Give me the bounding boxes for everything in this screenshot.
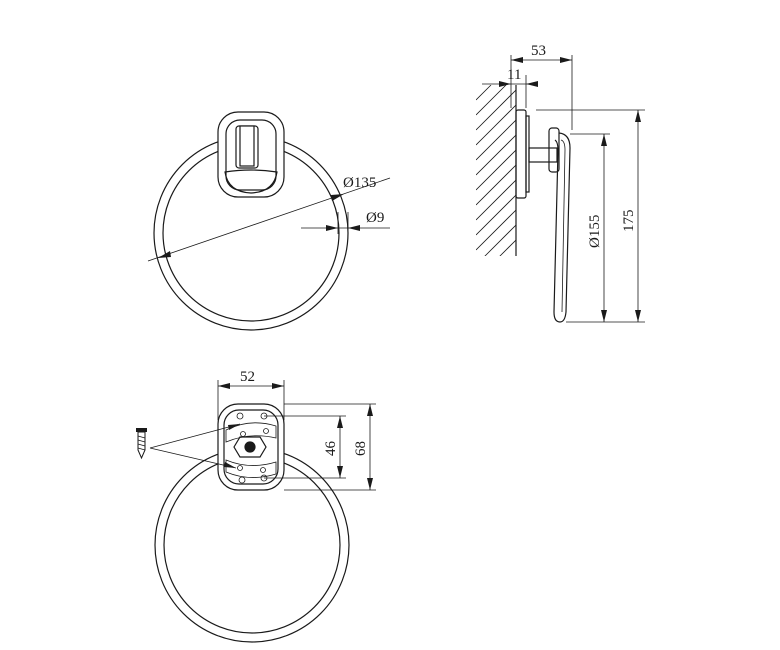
dim-plate-thickness: 11	[507, 67, 521, 83]
dim-rod-diameter: Ø9	[366, 210, 384, 226]
side-ring	[553, 132, 571, 323]
dim-plate-width: 52	[240, 369, 255, 385]
front-holder	[217, 111, 285, 198]
dim-depth: 53	[531, 43, 546, 59]
dim-total-height: 175	[621, 210, 637, 233]
screw-icon	[136, 428, 147, 460]
side-arm	[528, 147, 558, 163]
dim-ring-diameter: Ø135	[343, 175, 376, 191]
front-view: Ø135 Ø9	[147, 111, 391, 331]
side-wall-plate	[515, 109, 527, 199]
dim-hole-spacing: 46	[323, 441, 339, 457]
side-view: 53 11 Ø155 175	[476, 43, 645, 323]
wall-hatch	[476, 85, 516, 256]
mount-plate	[217, 403, 285, 491]
mount-view: 52 46 68	[136, 369, 376, 643]
dim-ring-height: Ø155	[587, 215, 603, 248]
dim-plate-height: 68	[353, 441, 369, 456]
